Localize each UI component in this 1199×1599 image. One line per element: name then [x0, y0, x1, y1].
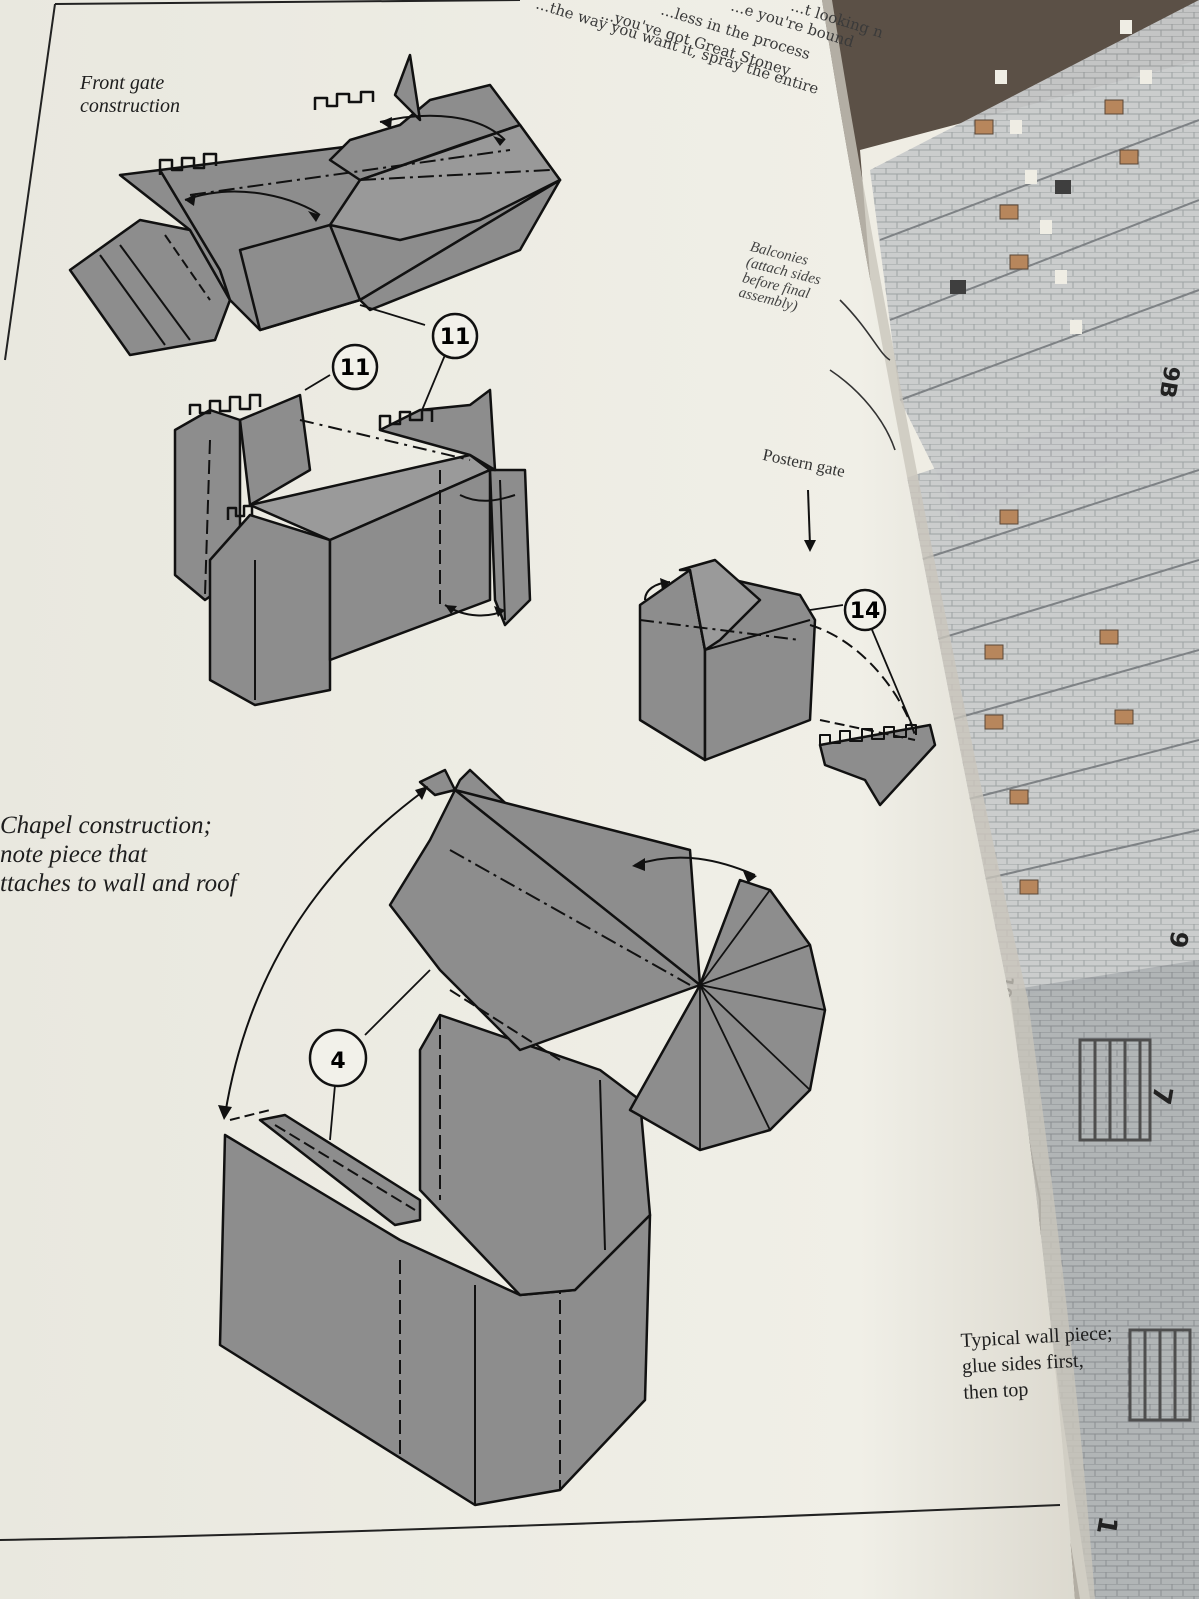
- caption-chapel-line2: note piece that: [0, 840, 148, 868]
- postern-gate-diagram: [638, 489, 937, 807]
- page-border: [0, 3, 1061, 1541]
- chapel-diagram: [218, 768, 827, 1507]
- caption-chapel-line3: ttaches to wall and roof: [0, 869, 237, 897]
- svg-text:11: 11: [340, 356, 371, 381]
- callout-4: 4: [308, 1028, 368, 1088]
- callout-14: 14: [843, 588, 887, 632]
- svg-text:11: 11: [440, 325, 471, 350]
- cutout-sheet: 9B 9 10 7 1: [860, 0, 1199, 1599]
- caption-front-gate: Front gate construction: [80, 72, 180, 118]
- sheet-number-1: 1: [1090, 1514, 1123, 1537]
- sheet-number-9b: 9B: [1154, 364, 1184, 400]
- caption-front-gate-line2: construction: [80, 95, 180, 117]
- svg-text:14: 14: [850, 599, 881, 624]
- front-gate-top-diagram: [68, 53, 562, 416]
- caption-typical-wall: Typical wall piece; glue sides first, th…: [960, 1320, 1116, 1406]
- sheet-number-9: 9: [1163, 929, 1193, 950]
- balconies-leader: [829, 299, 896, 451]
- svg-text:4: 4: [330, 1049, 345, 1074]
- front-gate-bottom-diagram: [173, 388, 532, 707]
- sheet-number-7: 7: [1145, 1084, 1178, 1107]
- caption-chapel-line1: Chapel construction;: [0, 812, 212, 839]
- caption-front-gate-line1: Front gate: [80, 72, 165, 94]
- caption-chapel: Chapel construction; note piece that tta…: [0, 812, 237, 898]
- callout-11-right: 11: [431, 312, 479, 360]
- callout-11-left: 11: [331, 343, 379, 391]
